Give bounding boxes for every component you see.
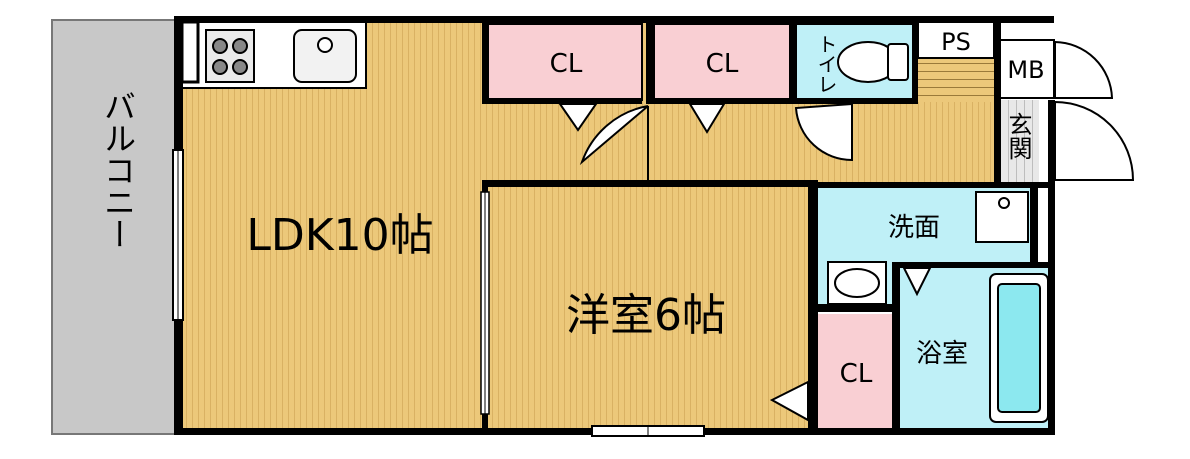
- burner-icon: [232, 38, 248, 54]
- burner-icon: [212, 38, 228, 54]
- entrance-floor: [997, 100, 1039, 182]
- burner-icon: [212, 59, 228, 75]
- closet-2: [653, 23, 791, 101]
- entrance-step: [918, 58, 996, 102]
- bathtub-basin: [997, 283, 1041, 413]
- room-label-closet-3: CL: [840, 359, 873, 389]
- basin-bowl-icon: [834, 268, 880, 298]
- door-swings: [558, 40, 1135, 422]
- room-label-mb: MB: [1007, 56, 1044, 84]
- kitchen-fridge-slot: [180, 20, 200, 84]
- room-label-bathroom: 浴室: [916, 339, 968, 369]
- ldk-floor: [180, 22, 482, 430]
- western-room-floor: [487, 186, 809, 430]
- toilet-tank-icon: [887, 43, 909, 81]
- room-label-toilet: トイレ: [814, 34, 838, 94]
- room-label-ps: PS: [941, 28, 971, 56]
- room-label-washroom: 洗面: [888, 213, 940, 243]
- room-label-ldk: LDK10帖: [246, 210, 433, 261]
- room-label-balcony: バルコニー: [99, 90, 137, 250]
- kitchen-sink: [293, 29, 357, 83]
- closet-1: [487, 23, 643, 101]
- balcony-area: [51, 19, 179, 435]
- sink-drain-icon: [317, 37, 333, 53]
- closet-3: [818, 314, 894, 430]
- room-label-entrance: 玄関: [1004, 112, 1032, 160]
- burner-icon: [232, 59, 248, 75]
- kitchen-stove: [205, 29, 255, 83]
- drain-icon: [998, 197, 1010, 209]
- room-label-western: 洋室6帖: [566, 290, 726, 341]
- room-label-closet-1: CL: [550, 49, 583, 79]
- room-label-closet-2: CL: [706, 49, 739, 79]
